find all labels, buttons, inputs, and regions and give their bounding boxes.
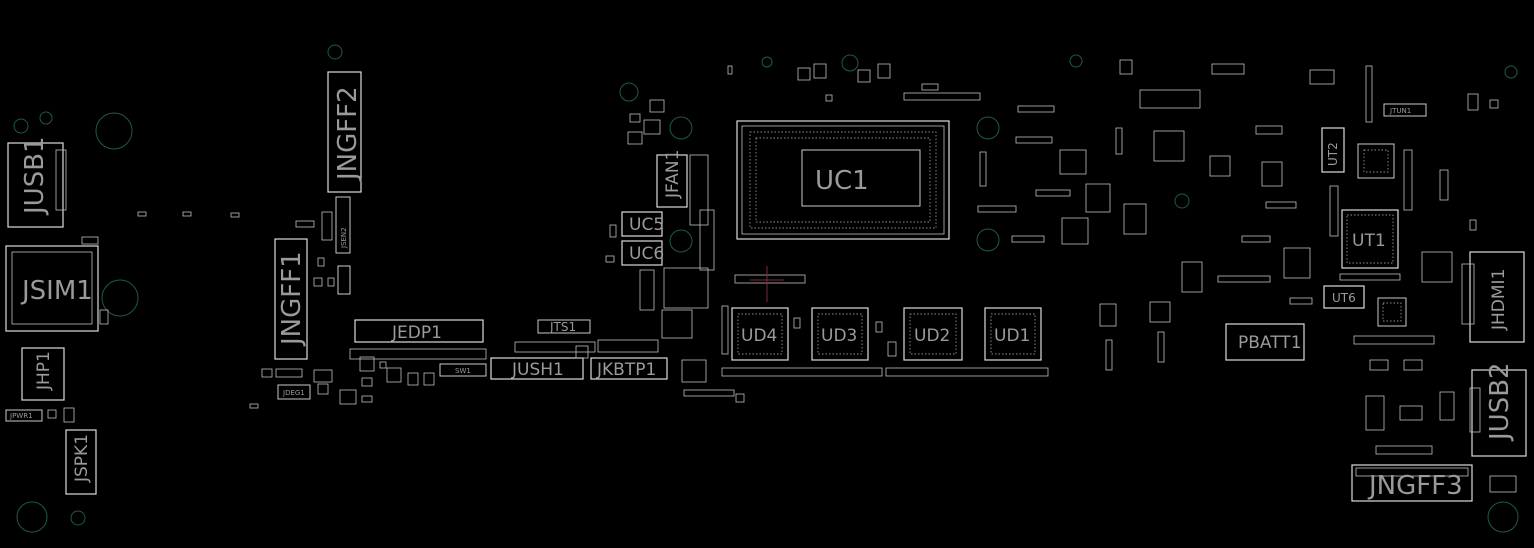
label-pbatt1: PBATT1 xyxy=(1238,333,1302,353)
pads-middle-right xyxy=(977,59,1335,371)
chip-ut-lower xyxy=(1377,297,1407,327)
pads-ngff-area xyxy=(295,211,335,287)
connector-jtun1: JTUN1 xyxy=(1383,103,1427,117)
chip-ut6: UT6 xyxy=(1323,285,1365,309)
label-jngff2: JNGFF2 xyxy=(333,86,363,182)
pads-ut-area xyxy=(1329,65,1453,371)
label-jusb1: JUSB1 xyxy=(20,136,50,216)
label-jsim1: JSIM1 xyxy=(20,276,93,306)
pads-uc-area xyxy=(605,99,715,339)
connector-jhdmi1: JHDMI1 xyxy=(1461,251,1525,343)
connector-jsen2: JSEN2 xyxy=(335,196,351,295)
pads-dram-area xyxy=(721,266,1049,377)
label-uc6: UC6 xyxy=(629,244,664,264)
connector-jdeg1: JDEG1 xyxy=(249,368,333,409)
label-jts1: JTS1 xyxy=(549,320,576,334)
connector-jsim1: JSIM1 xyxy=(5,245,99,332)
label-jush1: JUSH1 xyxy=(511,360,564,380)
connector-jngff1: JNGFF1 xyxy=(274,238,308,360)
connector-jngff2: JNGFF2 xyxy=(327,71,363,193)
label-ud2: UD2 xyxy=(914,326,950,346)
small-pads-left xyxy=(81,211,240,325)
label-jfan1: JFAN1 xyxy=(663,150,683,199)
chip-ut2: UT2 xyxy=(1321,127,1345,173)
connector-jpwr1: JPWR1 xyxy=(5,407,75,423)
label-uc1: UC1 xyxy=(815,166,869,196)
chip-uc5: UC5 xyxy=(621,211,664,237)
chip-ut1: UT1 xyxy=(1341,209,1399,269)
label-jspk1: JSPK1 xyxy=(72,434,92,483)
label-ud3: UD3 xyxy=(821,326,857,346)
label-ud1: UD1 xyxy=(994,326,1030,346)
label-uc5: UC5 xyxy=(629,215,664,235)
connector-jts1: JTS1 xyxy=(514,319,596,353)
label-jngff3: JNGFF3 xyxy=(1367,471,1463,501)
connector-pbatt1: PBATT1 xyxy=(1225,323,1305,361)
switch-sw1: SW1 xyxy=(439,363,487,377)
label-ut2: UT2 xyxy=(1326,142,1340,166)
dram-ud2: UD2 xyxy=(903,307,963,361)
connector-jngff3: JNGFF3 xyxy=(1351,464,1473,502)
chip-ut-upper xyxy=(1357,143,1395,179)
label-jkbtp1: JKBTP1 xyxy=(596,360,656,380)
connector-jfan1: JFAN1 xyxy=(656,150,709,226)
dram-ud3: UD3 xyxy=(811,307,869,361)
connector-jusb1: JUSB1 xyxy=(7,136,67,228)
chip-uc6: UC6 xyxy=(621,240,664,266)
cpu-uc1: UC1 xyxy=(736,120,950,240)
label-sw1: SW1 xyxy=(455,367,471,375)
label-ut1: UT1 xyxy=(1352,231,1386,251)
connector-jusb2: JUSB2 xyxy=(1469,362,1527,457)
connector-jush1: JUSH1 xyxy=(490,357,584,380)
pads-bottom-left xyxy=(339,348,487,405)
label-jhp1: JHP1 xyxy=(34,351,54,391)
dram-ud4: UD4 xyxy=(731,307,789,361)
connector-jspk1: JSPK1 xyxy=(65,429,97,495)
dram-ud1: UD1 xyxy=(984,307,1042,361)
label-ut6: UT6 xyxy=(1332,291,1356,305)
connector-jedp1: JEDP1 xyxy=(354,319,484,343)
label-ud4: UD4 xyxy=(741,326,777,346)
label-jedp1: JEDP1 xyxy=(391,323,442,343)
label-jngff1: JNGFF1 xyxy=(277,251,307,347)
connector-jhp1: JHP1 xyxy=(21,347,65,401)
label-jpwr1: JPWR1 xyxy=(9,412,33,420)
label-jdeg1: JDEG1 xyxy=(282,389,305,397)
label-jsen2: JSEN2 xyxy=(340,227,348,249)
pads-right-bottom xyxy=(1365,93,1517,493)
mounting-holes xyxy=(13,44,1519,533)
pads-near-jkbtp xyxy=(575,339,745,403)
label-jhdmi1: JHDMI1 xyxy=(1489,269,1509,331)
label-jtun1: JTUN1 xyxy=(1389,107,1411,115)
pads-above-cpu xyxy=(727,63,981,102)
label-jusb2: JUSB2 xyxy=(1485,362,1515,442)
connector-jkbtp1: JKBTP1 xyxy=(590,357,668,380)
